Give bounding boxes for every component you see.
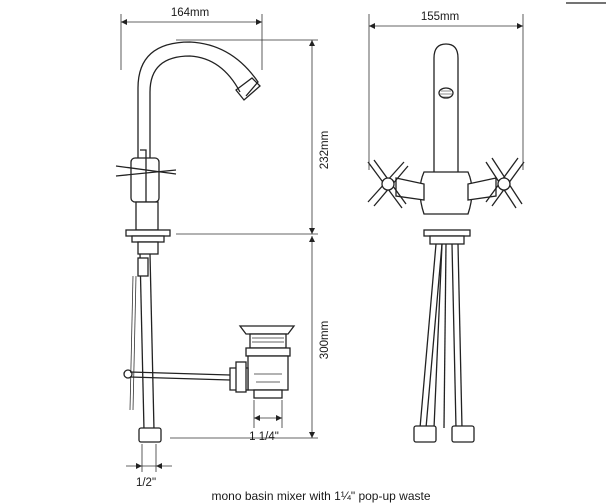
front-tail-right <box>451 243 457 429</box>
handle-hub <box>130 157 160 203</box>
spout-inner <box>149 55 241 160</box>
side-dimensions: 164mm 232mm 300mm 1 1/4" 1/2" <box>120 7 331 489</box>
tail-fitting <box>138 427 162 443</box>
front-deck-washer <box>423 229 471 237</box>
left-cross-handle <box>367 159 409 209</box>
front-tail-left <box>419 243 437 429</box>
pop-up-waste <box>229 325 296 399</box>
pop-up-rod <box>129 371 231 376</box>
front-view <box>367 43 525 443</box>
dim-waste-size: 1 1/4" <box>249 431 279 443</box>
spout-outlet <box>235 77 261 101</box>
caption: mono basin mixer with 1¼" pop-up waste <box>211 489 430 503</box>
right-cross-handle <box>485 157 525 209</box>
spout-outer <box>137 41 259 160</box>
dim-below-deck: 300mm <box>319 321 331 359</box>
aerator <box>438 87 454 99</box>
front-dimensions: 155mm <box>368 11 524 170</box>
supply-tail <box>139 253 145 431</box>
dim-front-width: 155mm <box>421 11 459 23</box>
dim-side-width: 164mm <box>171 7 209 19</box>
tap-body <box>135 201 159 231</box>
dim-inlet-size: 1/2" <box>136 477 156 489</box>
side-view <box>115 41 296 443</box>
front-spout <box>433 43 459 172</box>
deck-washer <box>125 229 171 237</box>
dim-spout-height: 232mm <box>319 131 331 169</box>
front-body <box>419 171 473 215</box>
